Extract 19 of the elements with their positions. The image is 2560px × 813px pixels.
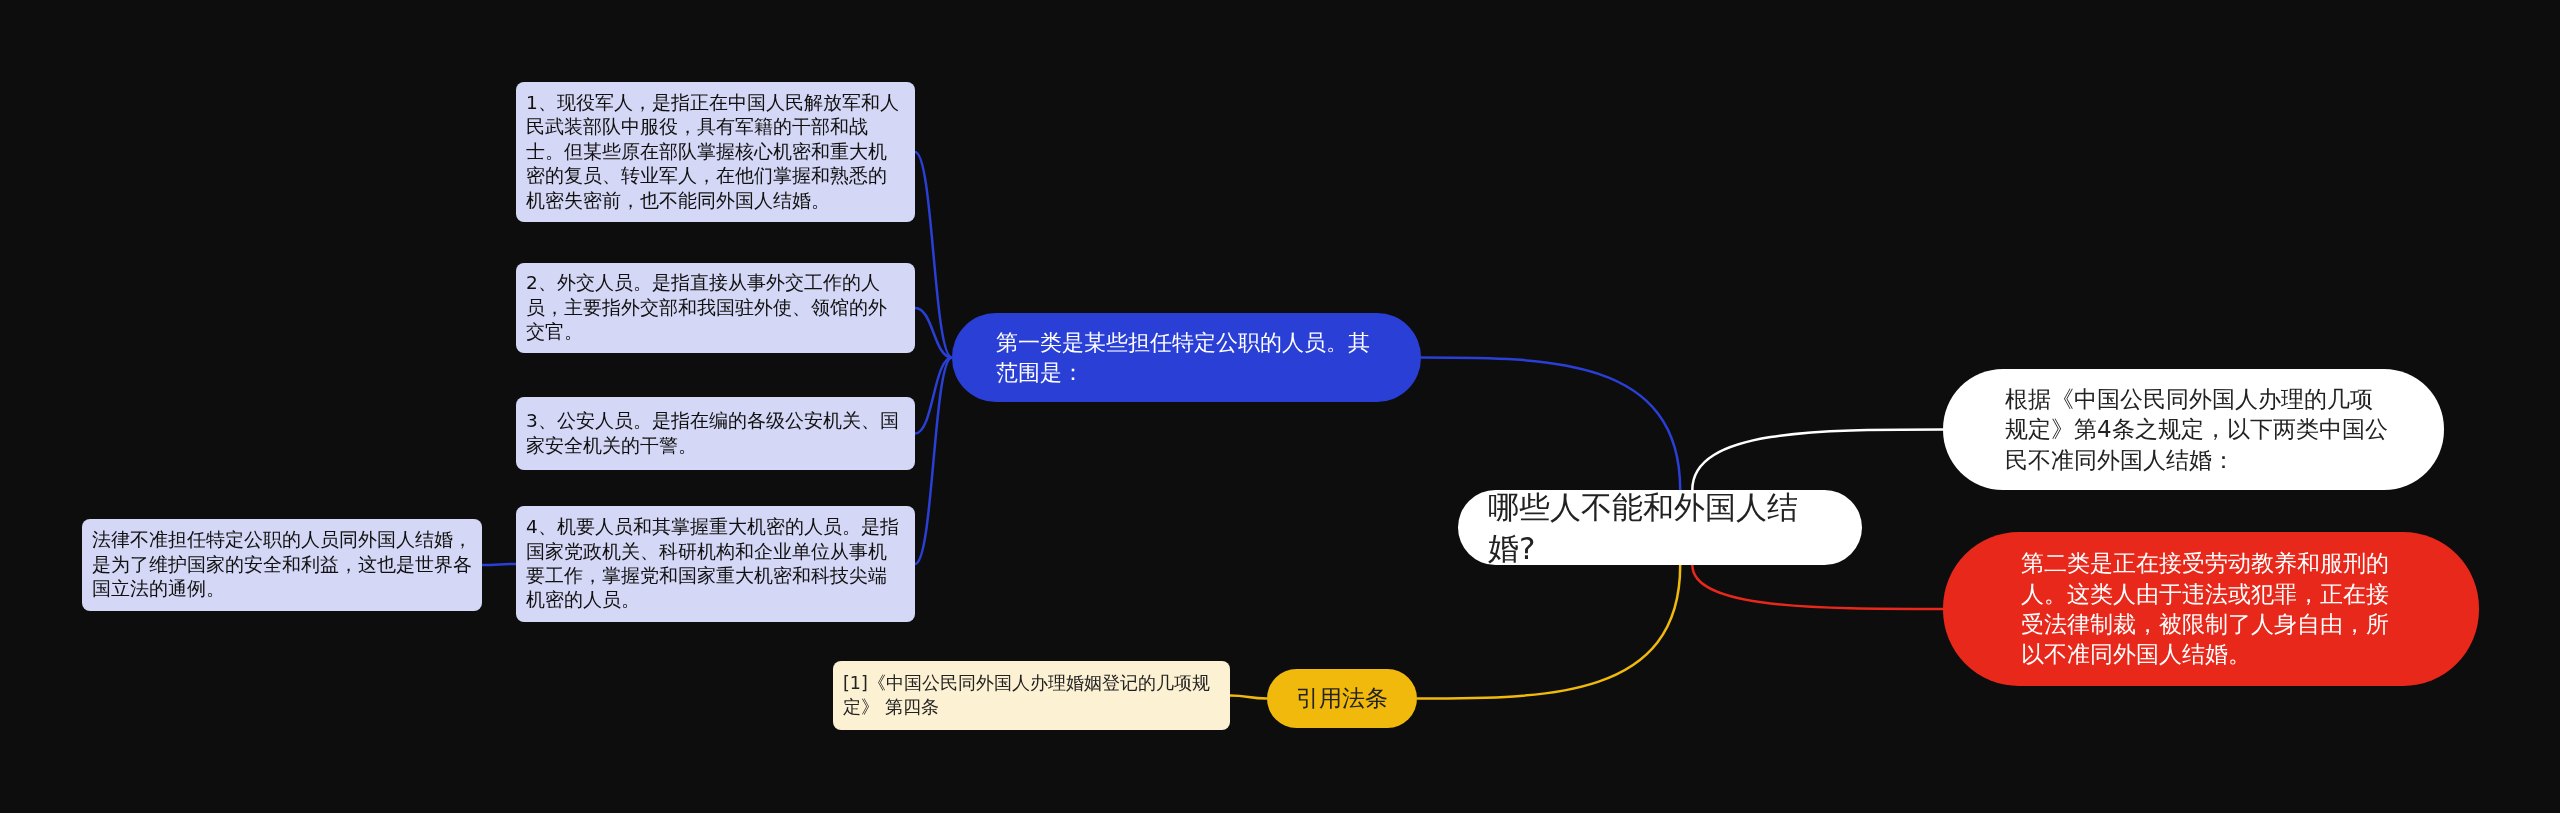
note-box: 4、机要人员和其掌握重大机密的人员。是指国家党政机关、科研机构和企业单位从事机要工作，掌握党和国家重大机密和科技尖端机密的人员。 xyxy=(516,506,915,622)
connector-line xyxy=(1417,564,1682,700)
branch-bubble: 第二类是正在接受劳动教养和服刑的人。这类人由于违法或犯罪，正在接受法律制裁，被限制了人身自由，所以不准同外国人结婚。 xyxy=(1943,532,2479,686)
branch-bubble: 引用法条 xyxy=(1267,669,1417,728)
connector-line xyxy=(914,356,953,565)
connector-line xyxy=(1421,356,1682,491)
connector-line xyxy=(1230,694,1267,700)
note-box: 1、现役军人，是指正在中国人民解放军和人民武装部队中服役，具有军籍的干部和战士。但某些原在部队掌握核心机密和重大机密的复员、转业军人，在他们掌握和熟悉的机密失密前，也不能同外国人结婚。 xyxy=(516,82,915,222)
branch-bubble: 第一类是某些担任特定公职的人员。其范围是： xyxy=(952,313,1421,402)
note-box: 3、公安人员。是指在编的各级公安机关、国家安全机关的干警。 xyxy=(516,397,915,470)
connector-line xyxy=(1691,428,1943,491)
note-box: 法律不准担任特定公职的人员同外国人结婚，是为了维护国家的安全和利益，这也是世界各国立法的通例。 xyxy=(82,519,482,611)
branch-bubble: 根据《中国公民同外国人办理的几项规定》第4条之规定，以下两类中国公民不准同外国人结婚： xyxy=(1943,369,2444,490)
topic-bubble: 哪些人不能和外国人结婚? xyxy=(1458,490,1862,565)
connector-line xyxy=(914,151,953,359)
connector-line xyxy=(482,562,516,567)
connector-line xyxy=(1691,564,1943,611)
note-box: 2、外交人员。是指直接从事外交工作的人员，主要指外交部和我国驻外使、领馆的外交官。 xyxy=(516,263,915,353)
reference-box: [1]《中国公民同外国人办理婚姻登记的几项规定》 第四条 xyxy=(833,661,1230,730)
